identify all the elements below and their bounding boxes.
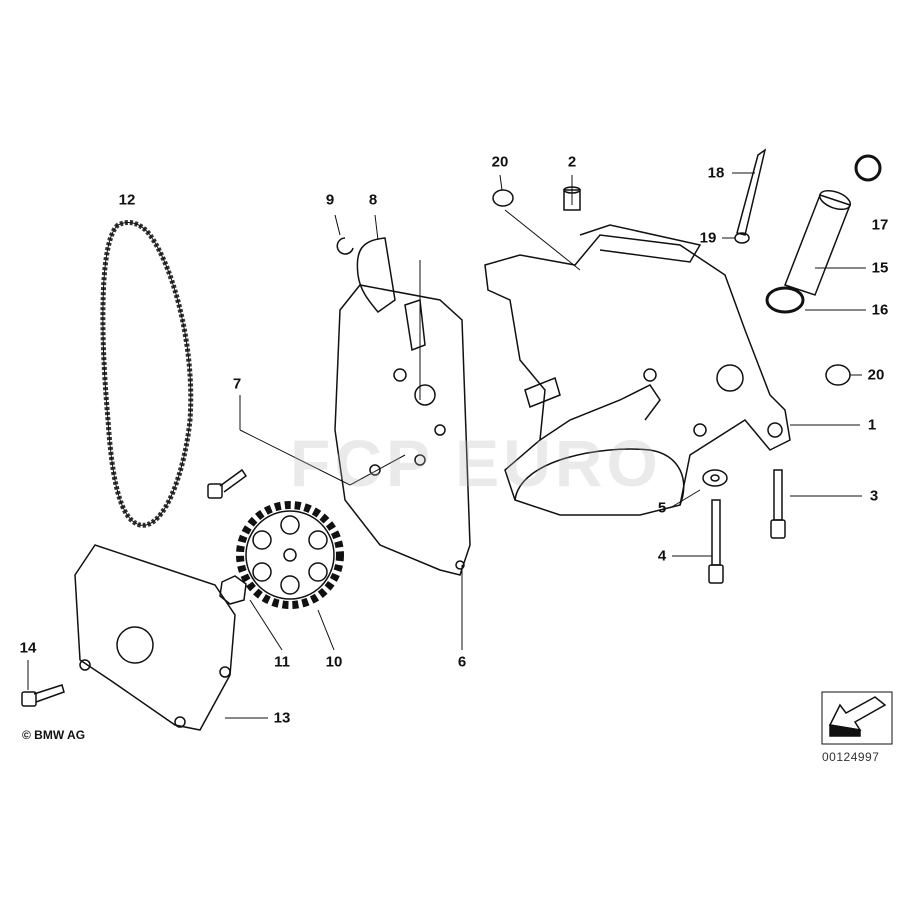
document-number: 00124997 — [822, 750, 880, 764]
callout-20-right[interactable]: 20 — [867, 366, 885, 384]
oil-pump — [484, 224, 791, 516]
bolt-14 — [21, 684, 65, 707]
copyright: © BMW AG — [22, 728, 86, 742]
orientation-arrow-icon — [821, 691, 893, 745]
callout-9[interactable]: 9 — [325, 191, 335, 209]
washer — [702, 469, 728, 487]
callout-8[interactable]: 8 — [368, 191, 378, 209]
callout-1[interactable]: 1 — [867, 416, 877, 434]
callout-16[interactable]: 16 — [871, 301, 889, 319]
nut — [219, 575, 247, 605]
callout-19[interactable]: 19 — [699, 229, 717, 247]
sprocket — [236, 501, 344, 609]
pump-cover — [334, 284, 471, 576]
callout-12[interactable]: 12 — [118, 191, 136, 209]
callout-2[interactable]: 2 — [567, 153, 577, 171]
bushing — [563, 186, 581, 211]
chain-tensioner — [356, 237, 396, 314]
callout-7[interactable]: 7 — [232, 375, 242, 393]
bolt-4 — [708, 499, 724, 584]
callout-15[interactable]: 15 — [871, 259, 889, 277]
callout-3[interactable]: 3 — [869, 487, 879, 505]
watermark: FCP EURO — [290, 426, 662, 500]
callout-10[interactable]: 10 — [325, 653, 343, 671]
o-ring-20-top — [492, 189, 514, 207]
o-ring-19 — [734, 232, 750, 244]
callout-5[interactable]: 5 — [657, 499, 667, 517]
circlip — [336, 237, 354, 255]
callout-13[interactable]: 13 — [273, 709, 291, 727]
guide-tube-18 — [736, 148, 767, 236]
bolt-3 — [770, 469, 786, 539]
front-cover — [74, 544, 236, 731]
callout-14[interactable]: 14 — [19, 639, 37, 657]
washer-hole — [710, 474, 720, 482]
bolt-7 — [207, 468, 248, 499]
callout-4[interactable]: 4 — [657, 547, 667, 565]
callout-17[interactable]: 17 — [871, 216, 889, 234]
callout-11[interactable]: 11 — [274, 653, 290, 671]
o-ring-17 — [854, 154, 882, 182]
timing-chain — [100, 220, 194, 528]
callout-6[interactable]: 6 — [457, 653, 467, 671]
o-ring-16 — [765, 286, 805, 314]
callout-20-top[interactable]: 20 — [491, 153, 509, 171]
o-ring-20-right — [825, 364, 851, 386]
callout-18[interactable]: 18 — [707, 164, 725, 182]
callout-lines — [27, 172, 866, 719]
pipe-15 — [784, 189, 852, 296]
